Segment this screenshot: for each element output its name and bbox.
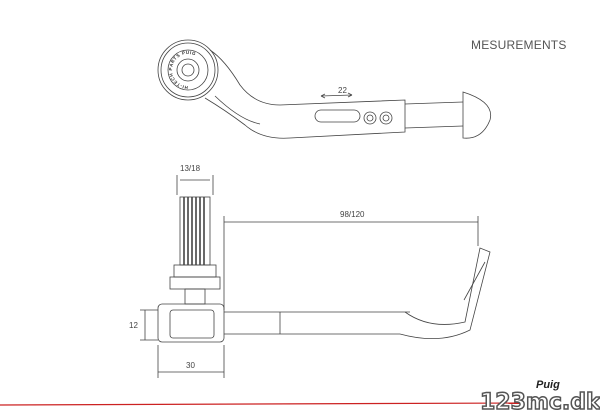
watermark: 123mc.dk <box>479 389 600 416</box>
dim-reach-label: 98/120 <box>340 210 365 219</box>
bolt-engraving: HI-TECH PARTS PUIG <box>168 50 197 90</box>
side-view: 13/18 98/120 12 30 <box>129 164 491 378</box>
dim-bar-end-label: 13/18 <box>180 164 201 173</box>
page-title: MESUREMENTS <box>471 38 567 52</box>
dim-slot-label: 22 <box>338 86 347 95</box>
accent-line <box>0 402 521 406</box>
dim-thickness-label: 12 <box>129 321 138 330</box>
top-view: HI-TECH PARTS PUIG 22 <box>157 39 492 139</box>
dim-width-label: 30 <box>186 361 195 370</box>
bolt-engraving-text: HI-TECH PARTS PUIG <box>168 50 196 90</box>
brand-logo: Puig <box>536 379 560 391</box>
